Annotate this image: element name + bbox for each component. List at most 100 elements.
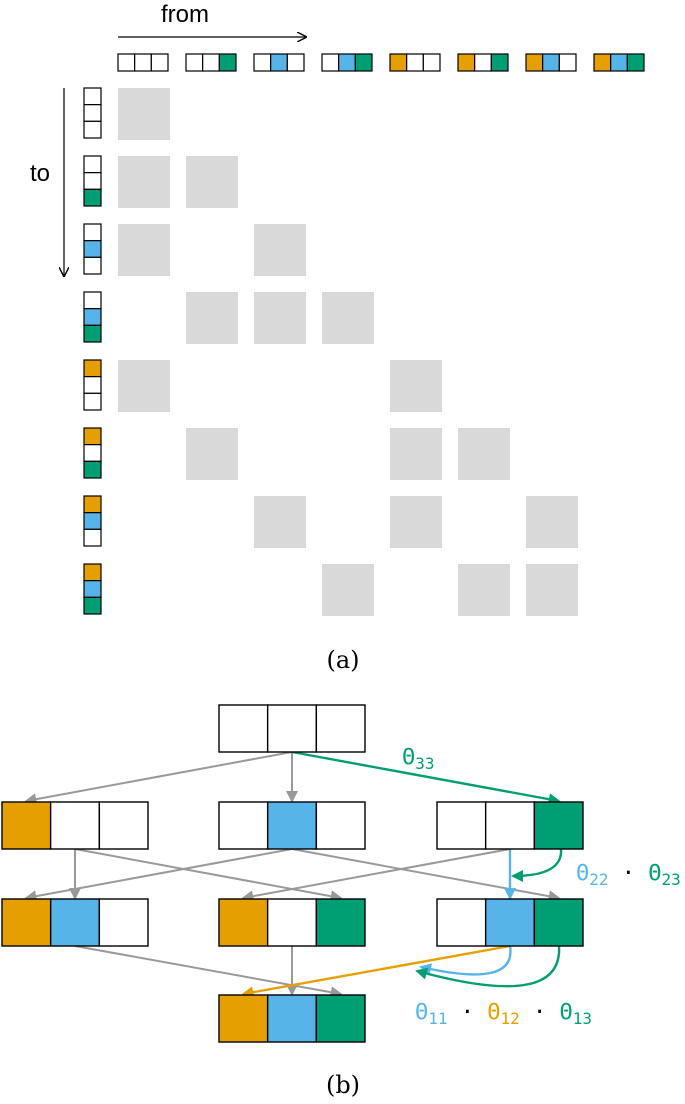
- caption-a: (a): [326, 646, 359, 674]
- label-part: Θ: [560, 1000, 573, 1025]
- state-bit: [218, 898, 269, 947]
- state-bit: [49, 898, 101, 947]
- state-bit: [286, 53, 305, 72]
- from-state-glyph: [253, 53, 305, 72]
- from-state-glyph: [525, 53, 577, 72]
- from-state-glyph: [185, 53, 237, 72]
- to-state-glyph: [83, 87, 102, 139]
- transition-cell: [390, 360, 442, 412]
- state-bit: [218, 53, 237, 72]
- state-bit: [83, 308, 102, 326]
- from-state-glyph: [321, 53, 373, 72]
- state-bit: [542, 53, 560, 72]
- lattice-nodes: [1, 704, 584, 1043]
- transition-edge: [24, 848, 293, 903]
- state-bit: [83, 188, 102, 207]
- state-bit: [610, 53, 628, 72]
- transition-cell: [254, 292, 306, 344]
- state-bit: [1, 898, 52, 947]
- transition-cell: [390, 428, 442, 480]
- state-bit: [83, 495, 102, 514]
- state-node: [218, 704, 366, 753]
- state-bit: [83, 223, 102, 242]
- curved-arrow-green: [511, 848, 563, 882]
- state-bit: [457, 53, 476, 72]
- transition-edge: [74, 945, 343, 999]
- to-state-headers: [83, 87, 102, 615]
- state-bit: [315, 994, 366, 1043]
- state-bit: [315, 801, 366, 850]
- label-theta11-theta12-theta13: Θ11 · Θ12 · Θ13: [415, 1000, 592, 1028]
- state-node: [218, 898, 366, 947]
- curved-arrow-green: [415, 945, 561, 988]
- label-part: Θ: [402, 745, 415, 770]
- state-node: [218, 994, 366, 1043]
- state-bit: [49, 801, 101, 850]
- panel-b: Θ33 Θ22 · Θ23 Θ11 · Θ12 · Θ13 (b): [1, 704, 681, 1099]
- from-state-glyph: [389, 53, 441, 72]
- state-bit: [533, 801, 584, 850]
- transition-matrix: [118, 88, 578, 616]
- state-bit: [533, 898, 584, 947]
- label-part: ·: [609, 861, 649, 886]
- state-bit: [266, 898, 318, 947]
- lattice-edges: [24, 750, 563, 999]
- transition-edge-green: [291, 750, 561, 806]
- state-bit: [484, 898, 536, 947]
- state-bit: [117, 53, 136, 72]
- state-bit: [83, 359, 102, 378]
- state-bit: [83, 528, 102, 547]
- state-bit: [83, 444, 102, 462]
- state-bit: [83, 512, 102, 530]
- transition-cell: [458, 428, 510, 480]
- state-bit: [354, 53, 373, 72]
- state-bit: [1, 801, 52, 850]
- transition-cell: [390, 496, 442, 548]
- transition-cell: [118, 224, 170, 276]
- state-bit: [593, 53, 612, 72]
- state-bit: [626, 53, 645, 72]
- state-node: [1, 898, 149, 947]
- state-bit: [474, 53, 492, 72]
- state-bit: [83, 376, 102, 394]
- state-bit: [338, 53, 356, 72]
- state-bit: [83, 596, 102, 615]
- label-part: ·: [520, 1000, 560, 1025]
- from-state-glyph: [593, 53, 645, 72]
- state-bit: [83, 324, 102, 343]
- state-bit: [83, 240, 102, 258]
- state-bit: [558, 53, 577, 72]
- label-part: Θ: [487, 1000, 500, 1025]
- state-bit: [406, 53, 424, 72]
- to-state-glyph: [83, 427, 102, 479]
- label-theta22-theta23: Θ22 · Θ23: [576, 861, 681, 889]
- transition-cell: [526, 564, 578, 616]
- state-bit: [422, 53, 441, 72]
- label-part: ·: [448, 1000, 488, 1025]
- state-bit: [315, 898, 366, 947]
- transition-cell: [186, 292, 238, 344]
- label-theta33: Θ33: [402, 745, 435, 773]
- state-bit: [98, 801, 149, 850]
- state-bit: [185, 53, 204, 72]
- state-bit: [484, 801, 536, 850]
- state-bit: [83, 392, 102, 411]
- transition-cell: [526, 496, 578, 548]
- state-bit: [218, 801, 269, 850]
- label-part: 11: [428, 1009, 447, 1028]
- label-part: Θ: [576, 861, 589, 886]
- state-bit: [266, 704, 318, 753]
- transition-cell: [118, 156, 170, 208]
- edge-labels: Θ33 Θ22 · Θ23 Θ11 · Θ12 · Θ13: [402, 745, 681, 1028]
- state-bit: [83, 256, 102, 275]
- state-bit: [436, 801, 487, 850]
- to-state-glyph: [83, 223, 102, 275]
- to-state-glyph: [83, 155, 102, 207]
- from-state-headers: [117, 53, 645, 72]
- transition-edge-orange: [241, 944, 511, 999]
- panel-a: from to (a): [30, 1, 645, 674]
- transition-cell: [254, 496, 306, 548]
- state-bit: [83, 172, 102, 190]
- state-node: [436, 898, 584, 947]
